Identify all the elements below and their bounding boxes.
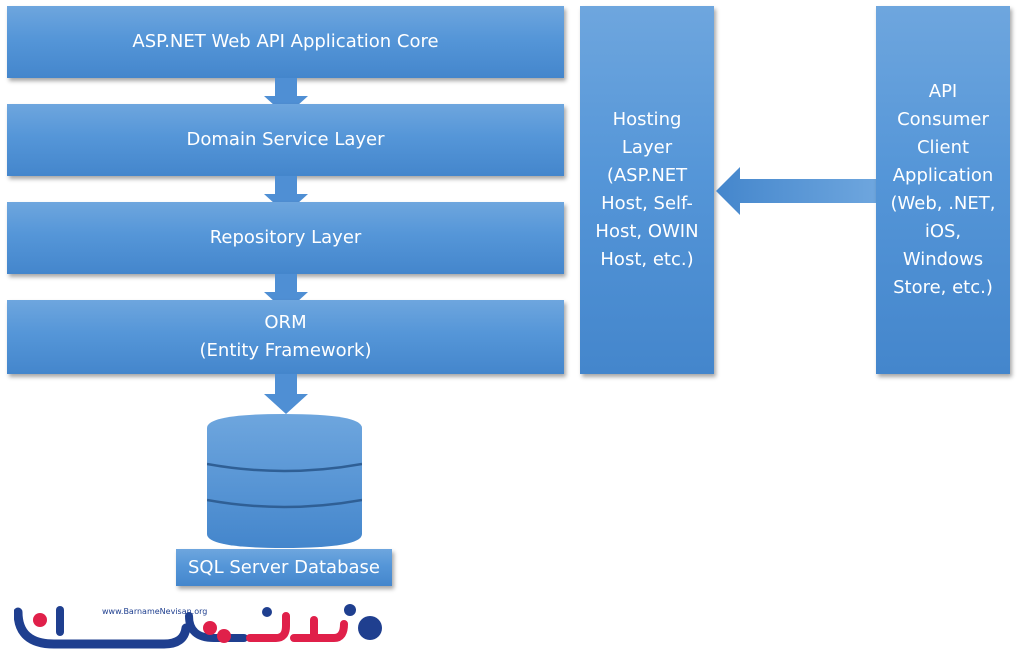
- layer-repository-label: Repository Layer: [209, 227, 362, 248]
- hosting-line: Hosting: [612, 109, 682, 130]
- database-label: SQL Server Database: [176, 549, 392, 586]
- consumer-line: Store, etc.): [893, 277, 993, 298]
- consumer-line: API: [928, 81, 958, 102]
- hosting-layer: Hosting Layer (ASP.NET Host, Self- Host,…: [580, 6, 714, 374]
- hosting-line: Host, etc.): [600, 249, 694, 270]
- layer-application-core-label: ASP.NET Web API Application Core: [132, 31, 439, 52]
- layer-domain-service-label: Domain Service Layer: [186, 129, 385, 150]
- hosting-line: Host, OWIN: [595, 221, 699, 242]
- hosting-line: Host, Self-: [601, 193, 693, 214]
- arrow-down-icon: [264, 176, 308, 214]
- consumer-line: Consumer: [897, 109, 989, 130]
- hosting-line: (ASP.NET: [606, 165, 688, 186]
- consumer-line: (Web, .NET,: [890, 193, 996, 214]
- database-icon: [207, 414, 362, 548]
- arrow-down-icon: [264, 274, 308, 312]
- hosting-line: Layer: [621, 137, 673, 158]
- watermark-url: www.BarnameNevisan.org: [102, 607, 207, 616]
- consumer-line: Client: [916, 137, 970, 158]
- watermark-logo: www.BarnameNevisan.org: [14, 604, 382, 649]
- layer-repository: Repository Layer: [7, 202, 564, 274]
- arrow-down-icon: [264, 78, 308, 116]
- consumer-line: Windows: [902, 249, 984, 270]
- arrow-left-icon: [716, 167, 876, 215]
- layer-domain-service: Domain Service Layer: [7, 104, 564, 176]
- database-label-text: SQL Server Database: [188, 556, 380, 578]
- arrow-down-icon: [264, 374, 308, 414]
- layer-application-core: ASP.NET Web API Application Core: [7, 6, 564, 78]
- layer-orm-subtitle: (Entity Framework): [199, 340, 372, 361]
- consumer-line: iOS,: [924, 221, 962, 242]
- layer-orm-title: ORM: [264, 312, 307, 333]
- consumer-line: Application: [892, 165, 994, 186]
- layer-orm: ORM (Entity Framework): [7, 300, 564, 374]
- api-consumer: API Consumer Client Application (Web, .N…: [876, 6, 1010, 374]
